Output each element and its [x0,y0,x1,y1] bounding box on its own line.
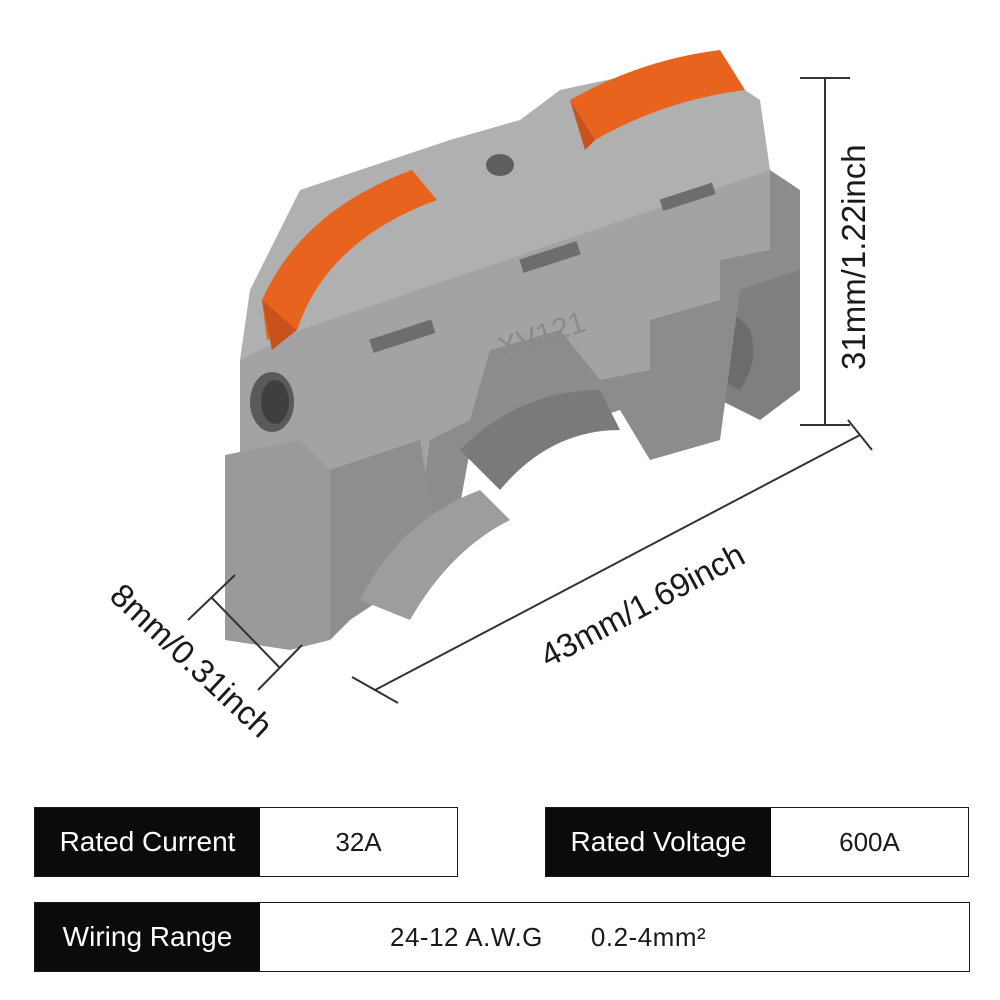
connector-illustration: XV121 31mm/1.22inch 43mm/1.69inch 8mm/0.… [103,50,873,744]
spec-wiring-range: Wiring Range 24-12 A.W.G 0.2-4mm² [34,902,970,972]
spec-rated-current: Rated Current 32A [34,807,458,877]
rated-voltage-value: 600A [839,826,900,857]
connector-body: XV121 [225,60,800,650]
spec-rated-voltage: Rated Voltage 600A [545,807,969,877]
dimension-length [351,419,873,704]
wiring-range-mm2: 0.2-4mm² [590,921,707,952]
wiring-range-awg: 24-12 A.W.G [390,921,543,952]
lever-right[interactable] [570,50,745,150]
rated-voltage-label: Rated Voltage [546,808,771,876]
rated-current-value: 32A [335,826,382,857]
wiring-range-label: Wiring Range [35,903,260,971]
dimension-height [800,77,850,426]
rated-current-label: Rated Current [35,808,260,876]
lever-left[interactable] [262,170,437,350]
length-dimension-label: 43mm/1.69inch [534,536,751,675]
wiring-range-value: 24-12 A.W.G 0.2-4mm² [260,903,969,971]
dimension-width [187,574,303,691]
height-dimension-label: 31mm/1.22inch [835,144,872,370]
